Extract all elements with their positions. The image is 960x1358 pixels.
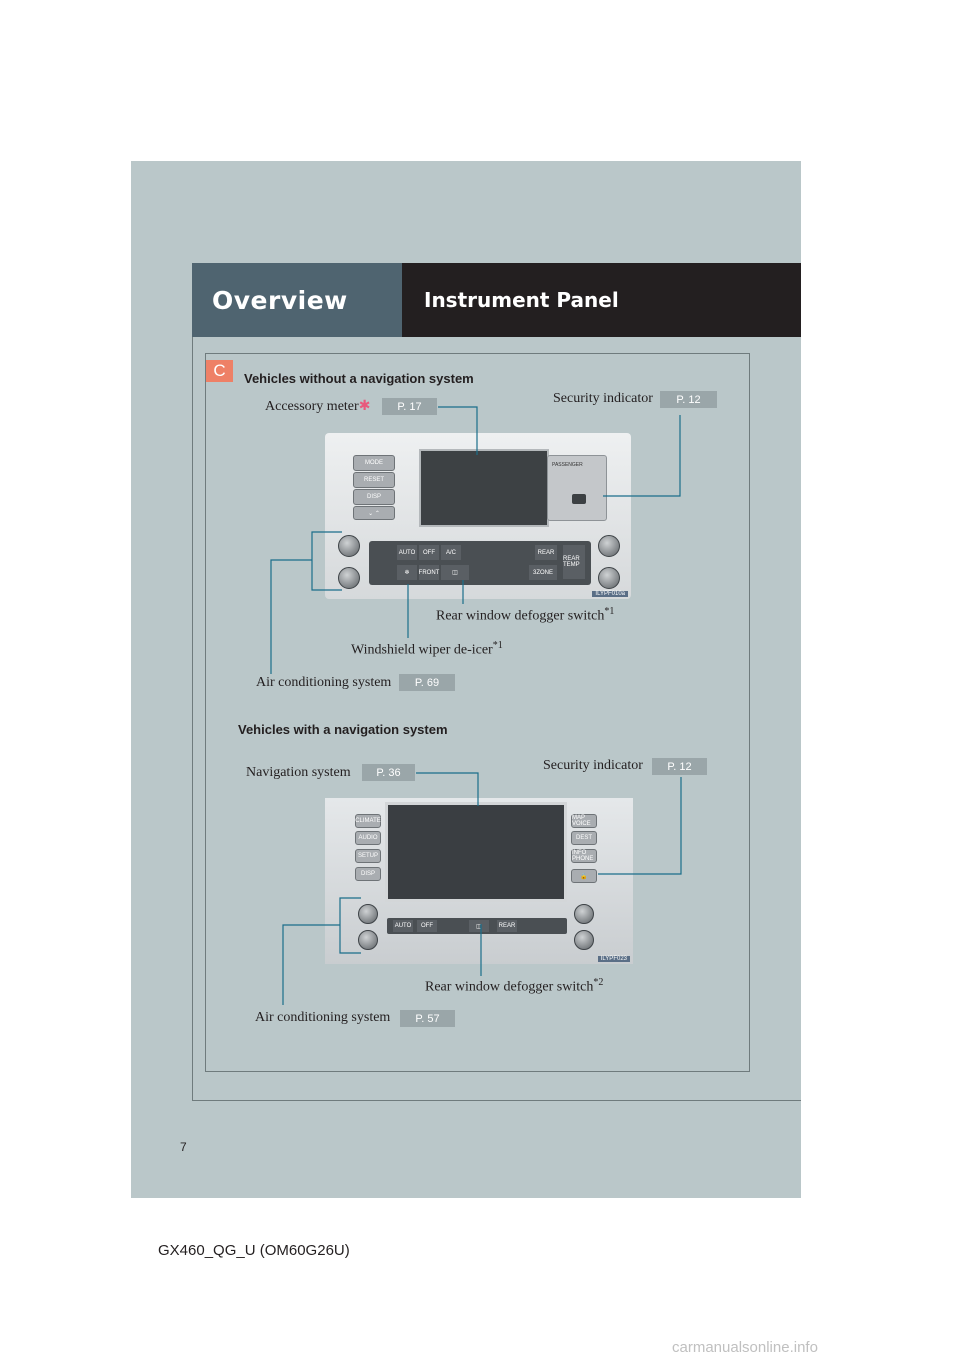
rear-defogger-note-2: *2 <box>593 977 604 988</box>
windshield-deicer-button: ❄ <box>397 565 417 580</box>
air-conditioning-ref-1[interactable]: P. 69 <box>399 674 455 691</box>
accessory-meter-ref[interactable]: P. 17 <box>382 398 437 415</box>
disp-button-nav: DISP <box>355 867 381 881</box>
rear-button: REAR <box>535 545 557 560</box>
disp-button: DISP <box>353 489 395 505</box>
climate-button: CLIMATE <box>355 814 381 828</box>
rear-defogger-button: ◫ <box>441 565 469 580</box>
map-voice-button: MAP VOICE <box>571 814 597 828</box>
watermark: carmanualsonline.info <box>672 1339 818 1356</box>
mode-button: MODE <box>353 455 395 471</box>
rear-defogger-text-2: Rear window defogger switch <box>425 979 594 995</box>
temp-knob-up-left-nav <box>358 904 378 924</box>
climate-panel-image-1: MODE RESET DISP ⌄ ⌃ PASSENGER AUTO OFF A… <box>325 433 631 599</box>
reset-button: RESET <box>353 472 395 488</box>
navigation-system-ref[interactable]: P. 36 <box>362 764 415 781</box>
lock-icon <box>572 494 586 504</box>
rear-defogger-note-1: *1 <box>604 606 615 617</box>
subheading-without-nav: Vehicles without a navigation system <box>244 371 474 386</box>
rear-defogger-label-1: Rear window defogger switch*1 <box>436 606 614 625</box>
auto-button: AUTO <box>397 545 417 560</box>
temp-knob-down-right-nav <box>574 930 594 950</box>
temp-knob-down-right <box>598 567 620 589</box>
security-indicator-label-1: Security indicator <box>553 391 653 406</box>
rear-temp-button: REAR TEMP <box>563 545 585 579</box>
security-indicator-ref-2[interactable]: P. 12 <box>652 758 707 775</box>
audio-button: AUDIO <box>355 831 381 845</box>
temp-knob-up-right <box>598 535 620 557</box>
wiper-deicer-label: Windshield wiper de-icer*1 <box>351 640 503 659</box>
temp-knob-up-right-nav <box>574 904 594 924</box>
setup-button: SETUP <box>355 849 381 863</box>
document-code: GX460_QG_U (OM60G26U) <box>158 1242 350 1259</box>
accessory-meter-display <box>419 449 549 527</box>
wiper-deicer-note: *1 <box>492 640 503 651</box>
off-button-nav: OFF <box>417 920 437 932</box>
page-number: 7 <box>180 1140 187 1154</box>
climate-button-strip: AUTO OFF A/C REAR ❄ FRONT ◫ 3ZONE REAR T… <box>369 541 591 585</box>
off-button: OFF <box>419 545 439 560</box>
image-code-2: ILYPF023 <box>597 956 630 962</box>
rear-button-nav: REAR <box>497 920 517 932</box>
auto-button-nav: AUTO <box>393 920 413 932</box>
section-header: Overview <box>192 263 402 337</box>
air-conditioning-ref-2[interactable]: P. 57 <box>400 1010 455 1027</box>
security-indicator-button: 🔒 <box>571 869 597 883</box>
temp-knob-down-left-nav <box>358 930 378 950</box>
accessory-meter-text: Accessory meter <box>265 399 359 414</box>
wiper-deicer-text: Windshield wiper de-icer <box>351 642 493 658</box>
three-zone-button: 3ZONE <box>529 565 557 580</box>
section-badge: C <box>206 360 233 382</box>
air-conditioning-label-2: Air conditioning system <box>255 1010 391 1025</box>
security-indicator-plate: PASSENGER <box>547 455 607 521</box>
section-box <box>205 353 750 1072</box>
security-indicator-ref-1[interactable]: P. 12 <box>660 391 717 408</box>
rear-defogger-label-2: Rear window defogger switch*2 <box>425 977 603 996</box>
air-conditioning-label-1: Air conditioning system <box>256 675 392 690</box>
navigation-screen <box>385 802 567 902</box>
page-title: Instrument Panel <box>402 263 801 337</box>
rear-defogger-button-nav: ◫ <box>469 920 489 932</box>
ac-button: A/C <box>441 545 461 560</box>
info-phone-button: INFO PHONE <box>571 849 597 863</box>
image-code-1: ILYPF010a <box>592 591 628 597</box>
content-frame <box>192 263 801 1101</box>
accessory-meter-label: Accessory meter✱ <box>265 398 370 415</box>
note-star-icon: ✱ <box>358 399 371 414</box>
temp-knob-down-left <box>338 567 360 589</box>
arrow-buttons: ⌄ ⌃ <box>353 506 395 520</box>
temp-knob-up-left <box>338 535 360 557</box>
rear-defogger-text-1: Rear window defogger switch <box>436 608 605 624</box>
passenger-text: PASSENGER <box>552 462 583 468</box>
front-button: FRONT <box>419 565 439 580</box>
dest-button: DEST <box>571 831 597 845</box>
navigation-system-label: Navigation system <box>246 765 351 780</box>
security-indicator-label-2: Security indicator <box>543 758 643 773</box>
navigation-panel-image: CLIMATE AUDIO SETUP DISP MAP VOICE DEST … <box>325 798 633 964</box>
subheading-with-nav: Vehicles with a navigation system <box>238 722 448 737</box>
climate-strip-nav: AUTO OFF ◫ REAR <box>387 918 567 934</box>
